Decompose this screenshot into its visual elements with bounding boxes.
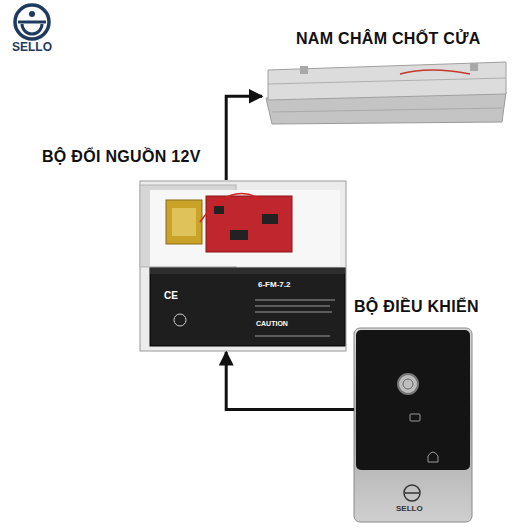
- component-title: NAM CHÂM CHỐT CỬA: [296, 30, 481, 48]
- power-supply-box: [140, 181, 346, 351]
- brand-name: SELLO: [12, 40, 52, 54]
- power-supply-node: BỘ ĐỔI NGUỒN 12V: [138, 180, 348, 352]
- brand-logo: [15, 5, 49, 39]
- controller-node: BỘ ĐIỀU KHIỂN: [354, 328, 472, 522]
- battery-warning: CAUTION: [256, 320, 288, 327]
- device-brand: SELLO: [396, 504, 423, 513]
- component-title: BỘ ĐIỀU KHIỂN: [354, 298, 479, 316]
- battery-mark: CE: [164, 290, 178, 301]
- controller-keypad: [354, 328, 472, 522]
- magnet-node: NAM CHÂM CHỐT CỬA: [262, 60, 508, 126]
- component-title: BỘ ĐỔI NGUỒN 12V: [42, 148, 201, 166]
- battery-model: 6-FM-7.2: [258, 280, 290, 289]
- signal-arrow: [226, 352, 354, 409]
- signal-arrow: [226, 96, 262, 180]
- magnet-lock: [266, 62, 506, 124]
